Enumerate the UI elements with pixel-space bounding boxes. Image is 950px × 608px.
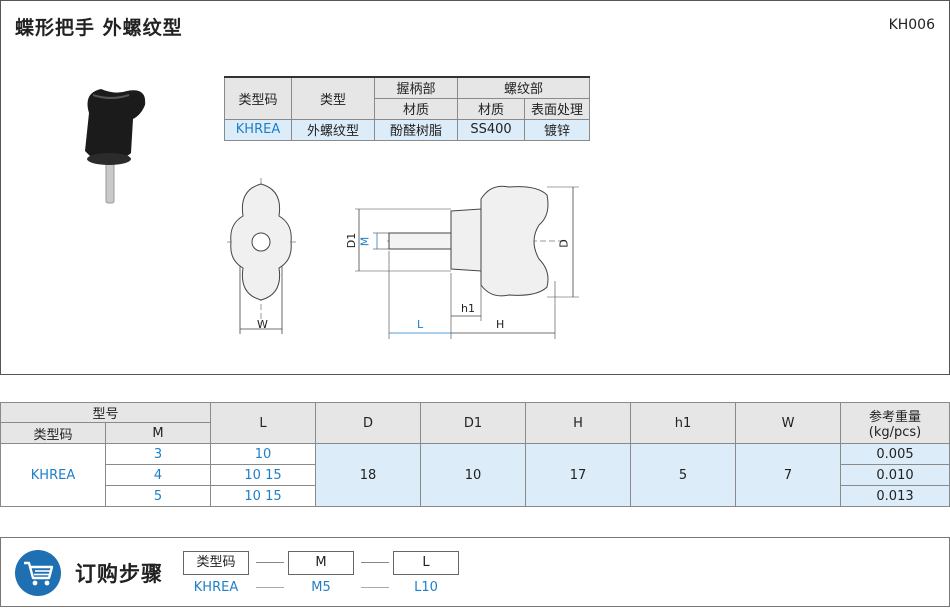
order-value-type-code: KHREA [193,580,239,595]
size-cell-weight: 0.013 [840,485,950,507]
spec-header-thread-material: 材质 [457,97,525,120]
order-title: 订购步骤 [75,562,163,586]
size-header-l: L [210,402,316,444]
spec-header-type-code: 类型码 [224,76,292,120]
size-header-d1: D1 [420,402,526,444]
size-cell-h1: 5 [630,443,736,507]
dim-label-d1: D1 [345,232,359,249]
size-header-w: W [735,402,841,444]
table-row: 4 10 15 0.010 [1,464,950,486]
order-box-l: L [393,551,459,575]
weight-label: 参考重量 [868,410,921,425]
order-value-l: L10 [414,580,438,595]
size-cell-w: 7 [735,443,841,507]
dim-label-m: M [358,236,372,247]
product-panel: 蝶形把手 外螺纹型 KH006 类型码 类型 握柄部 螺纹部 材质 材质 表面处… [0,0,950,375]
page-title: 蝶形把手 外螺纹型 [15,17,183,39]
size-cell-m: 5 [105,485,211,507]
dim-label-l: L [417,318,424,331]
size-cell-type-code: KHREA [0,443,106,507]
dim-label-h1: h1 [461,302,475,315]
dim-label-w: W [257,318,268,331]
size-header-d: D [315,402,421,444]
spec-header-type: 类型 [291,76,375,120]
spec-cell-surface: 镀锌 [524,118,590,141]
spec-cell-type-code: KHREA [224,118,292,141]
size-cell-l: 10 [210,443,316,465]
product-code: KH006 [888,17,935,33]
spec-table: 类型码 类型 握柄部 螺纹部 材质 材质 表面处理 KHREA 外螺纹型 酚醛树… [224,76,590,141]
dim-label-d: D [557,239,571,248]
size-cell-l: 10 15 [210,464,316,486]
size-cell-weight: 0.005 [840,443,950,465]
spec-cell-type: 外螺纹型 [291,118,375,141]
spec-header-grip: 握柄部 [374,76,458,99]
size-header-type-code: 类型码 [0,422,106,444]
order-steps: 订购步骤 类型码 M L KHREA M5 L10 [0,537,950,607]
order-divider [361,587,389,588]
size-header-weight: 参考重量 (kg/pcs) [840,402,950,444]
size-header-model: 型号 [0,402,211,423]
size-cell-m: 4 [105,464,211,486]
table-row: KHREA 3 10 18 10 17 5 7 0.005 [0,443,950,507]
order-divider [361,562,389,563]
size-table: 型号 L D D1 H h1 W 参考重量 (kg/pcs) 类型码 M KHR… [0,402,950,507]
order-box-type-code: 类型码 [183,551,249,575]
spec-header-surface: 表面处理 [524,97,590,120]
order-divider [256,587,284,588]
size-cell-d: 18 [315,443,421,507]
spec-cell-grip-material: 酚醛树脂 [374,118,458,141]
spec-header-grip-material: 材质 [374,97,458,120]
order-divider [256,562,284,563]
side-view-drawing [355,185,579,339]
size-header-m: M [105,422,211,444]
front-view-drawing [227,178,299,334]
order-value-m: M5 [311,580,331,595]
weight-unit: (kg/pcs) [868,425,922,440]
size-cell-d1: 10 [420,443,526,507]
size-header-h1: h1 [630,402,736,444]
table-row: 5 10 15 0.013 [1,485,950,507]
dim-label-h: H [496,318,505,331]
order-box-m: M [288,551,354,575]
size-cell-h: 17 [525,443,631,507]
cart-icon [15,550,61,596]
product-photo [85,89,146,204]
size-cell-m: 3 [105,443,211,465]
spec-header-thread: 螺纹部 [457,76,590,99]
spec-cell-thread-material: SS400 [457,118,525,141]
size-header-h: H [525,402,631,444]
size-cell-l: 10 15 [210,485,316,507]
size-cell-weight: 0.010 [840,464,950,486]
